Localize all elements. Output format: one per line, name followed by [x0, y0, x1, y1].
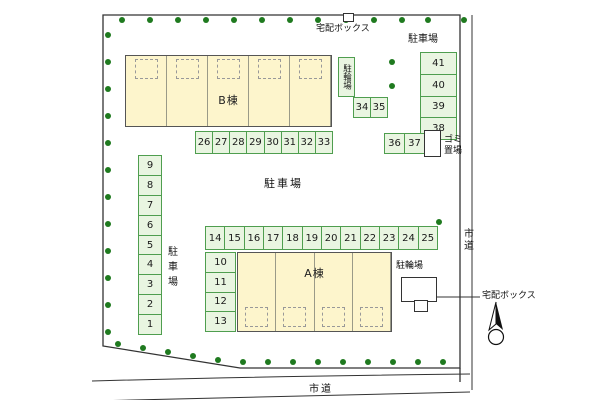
delivery-box-right-label: 宅配ボックス: [482, 291, 536, 301]
parking-column-10-13: 10 11 12 13: [205, 252, 236, 332]
parking-space-4: 4: [138, 254, 162, 276]
parking-space-32: 32: [297, 131, 316, 154]
parking-group-36-37: 36 37: [384, 133, 425, 154]
balcony-outline: [257, 59, 281, 79]
building-a-label: A棟: [304, 267, 325, 280]
delivery-box-top-marker: [343, 13, 354, 22]
parking-space-24: 24: [398, 226, 419, 250]
parking-space-18: 18: [282, 226, 303, 250]
building-b-unit: [126, 56, 167, 126]
parking-space-37: 37: [404, 133, 425, 154]
parking-space-13: 13: [205, 311, 236, 332]
balcony-outline: [216, 59, 240, 79]
parking-space-19: 19: [301, 226, 322, 250]
parking-space-33: 33: [314, 131, 333, 154]
building-b: B棟: [125, 55, 332, 127]
building-b-label: B棟: [218, 94, 239, 107]
building-b-unit: [290, 56, 331, 126]
parking-space-26: 26: [195, 131, 214, 154]
parking-space-23: 23: [378, 226, 400, 250]
city-road-right-label: 市道: [461, 228, 473, 252]
parking-space-27: 27: [212, 131, 231, 154]
city-road-bottom-label: 市道: [309, 384, 333, 395]
parking-space-16: 16: [243, 226, 264, 250]
balcony-outline: [175, 59, 199, 79]
building-b-unit: [167, 56, 208, 126]
compass-icon: [487, 301, 505, 346]
parking-space-6: 6: [138, 214, 162, 236]
parking-column-left: 9 8 7 6 5 4 3 2 1: [138, 155, 162, 336]
building-a-unit: [238, 253, 277, 331]
garbage-area-label: ゴミ置場: [444, 135, 463, 157]
parking-space-1: 1: [138, 314, 162, 336]
parking-space-12: 12: [205, 291, 236, 313]
parking-lot-left-label: 駐車場: [165, 246, 177, 291]
parking-lot-center-label: 駐車場: [264, 177, 303, 190]
bicycle-parking-bottom-label: 駐輪場: [396, 261, 424, 271]
parking-row-26-33: 26 27 28 29 30 31 32 33: [195, 131, 333, 154]
balcony-outline: [283, 307, 307, 327]
parking-space-21: 21: [340, 226, 361, 250]
parking-space-40: 40: [420, 73, 457, 97]
building-a-unit: [315, 253, 353, 331]
parking-space-25: 25: [417, 226, 438, 250]
parking-space-8: 8: [138, 174, 162, 196]
garbage-area-marker: [424, 130, 441, 157]
parking-space-17: 17: [262, 226, 284, 250]
parking-group-34-35: 34 35: [353, 97, 388, 118]
balcony-outline: [134, 59, 158, 79]
parking-space-15: 15: [224, 226, 245, 250]
balcony-outline: [359, 307, 383, 327]
parking-space-29: 29: [246, 131, 265, 154]
parking-space-34: 34: [353, 97, 371, 118]
parking-space-39: 39: [420, 95, 457, 119]
parking-space-30: 30: [263, 131, 282, 154]
parking-lot-top-right-label: 駐車場: [408, 34, 438, 45]
parking-space-28: 28: [229, 131, 248, 154]
balcony-outline: [321, 307, 345, 327]
delivery-box-top-label: 宅配ボックス: [316, 24, 370, 34]
parking-space-11: 11: [205, 271, 236, 293]
building-a-unit: [276, 253, 315, 331]
delivery-box-right-marker: [414, 300, 428, 312]
parking-space-5: 5: [138, 234, 162, 256]
parking-space-20: 20: [320, 226, 342, 250]
building-b-unit: [249, 56, 290, 126]
parking-space-36: 36: [384, 133, 405, 154]
parking-row-14-25: 14 15 16 17 18 19 20 21 22 23 24 25: [205, 226, 438, 250]
parking-space-31: 31: [280, 131, 299, 154]
building-a: A棟: [237, 252, 392, 332]
parking-space-41: 41: [420, 52, 457, 75]
parking-space-10: 10: [205, 252, 236, 273]
bicycle-parking-bottom-marker: [401, 277, 437, 302]
building-b-unit: [208, 56, 249, 126]
parking-space-3: 3: [138, 274, 162, 296]
parking-group-top-right: 41 40 39 38: [420, 52, 457, 140]
parking-space-14: 14: [205, 226, 226, 250]
parking-space-2: 2: [138, 294, 162, 316]
balcony-outline: [298, 59, 322, 79]
parking-space-9: 9: [138, 155, 162, 176]
parking-space-35: 35: [370, 97, 388, 118]
parking-space-7: 7: [138, 194, 162, 216]
building-a-unit: [353, 253, 391, 331]
balcony-outline: [245, 307, 269, 327]
bicycle-parking-top-cell: 駐輪場: [338, 57, 355, 97]
parking-space-22: 22: [359, 226, 380, 250]
